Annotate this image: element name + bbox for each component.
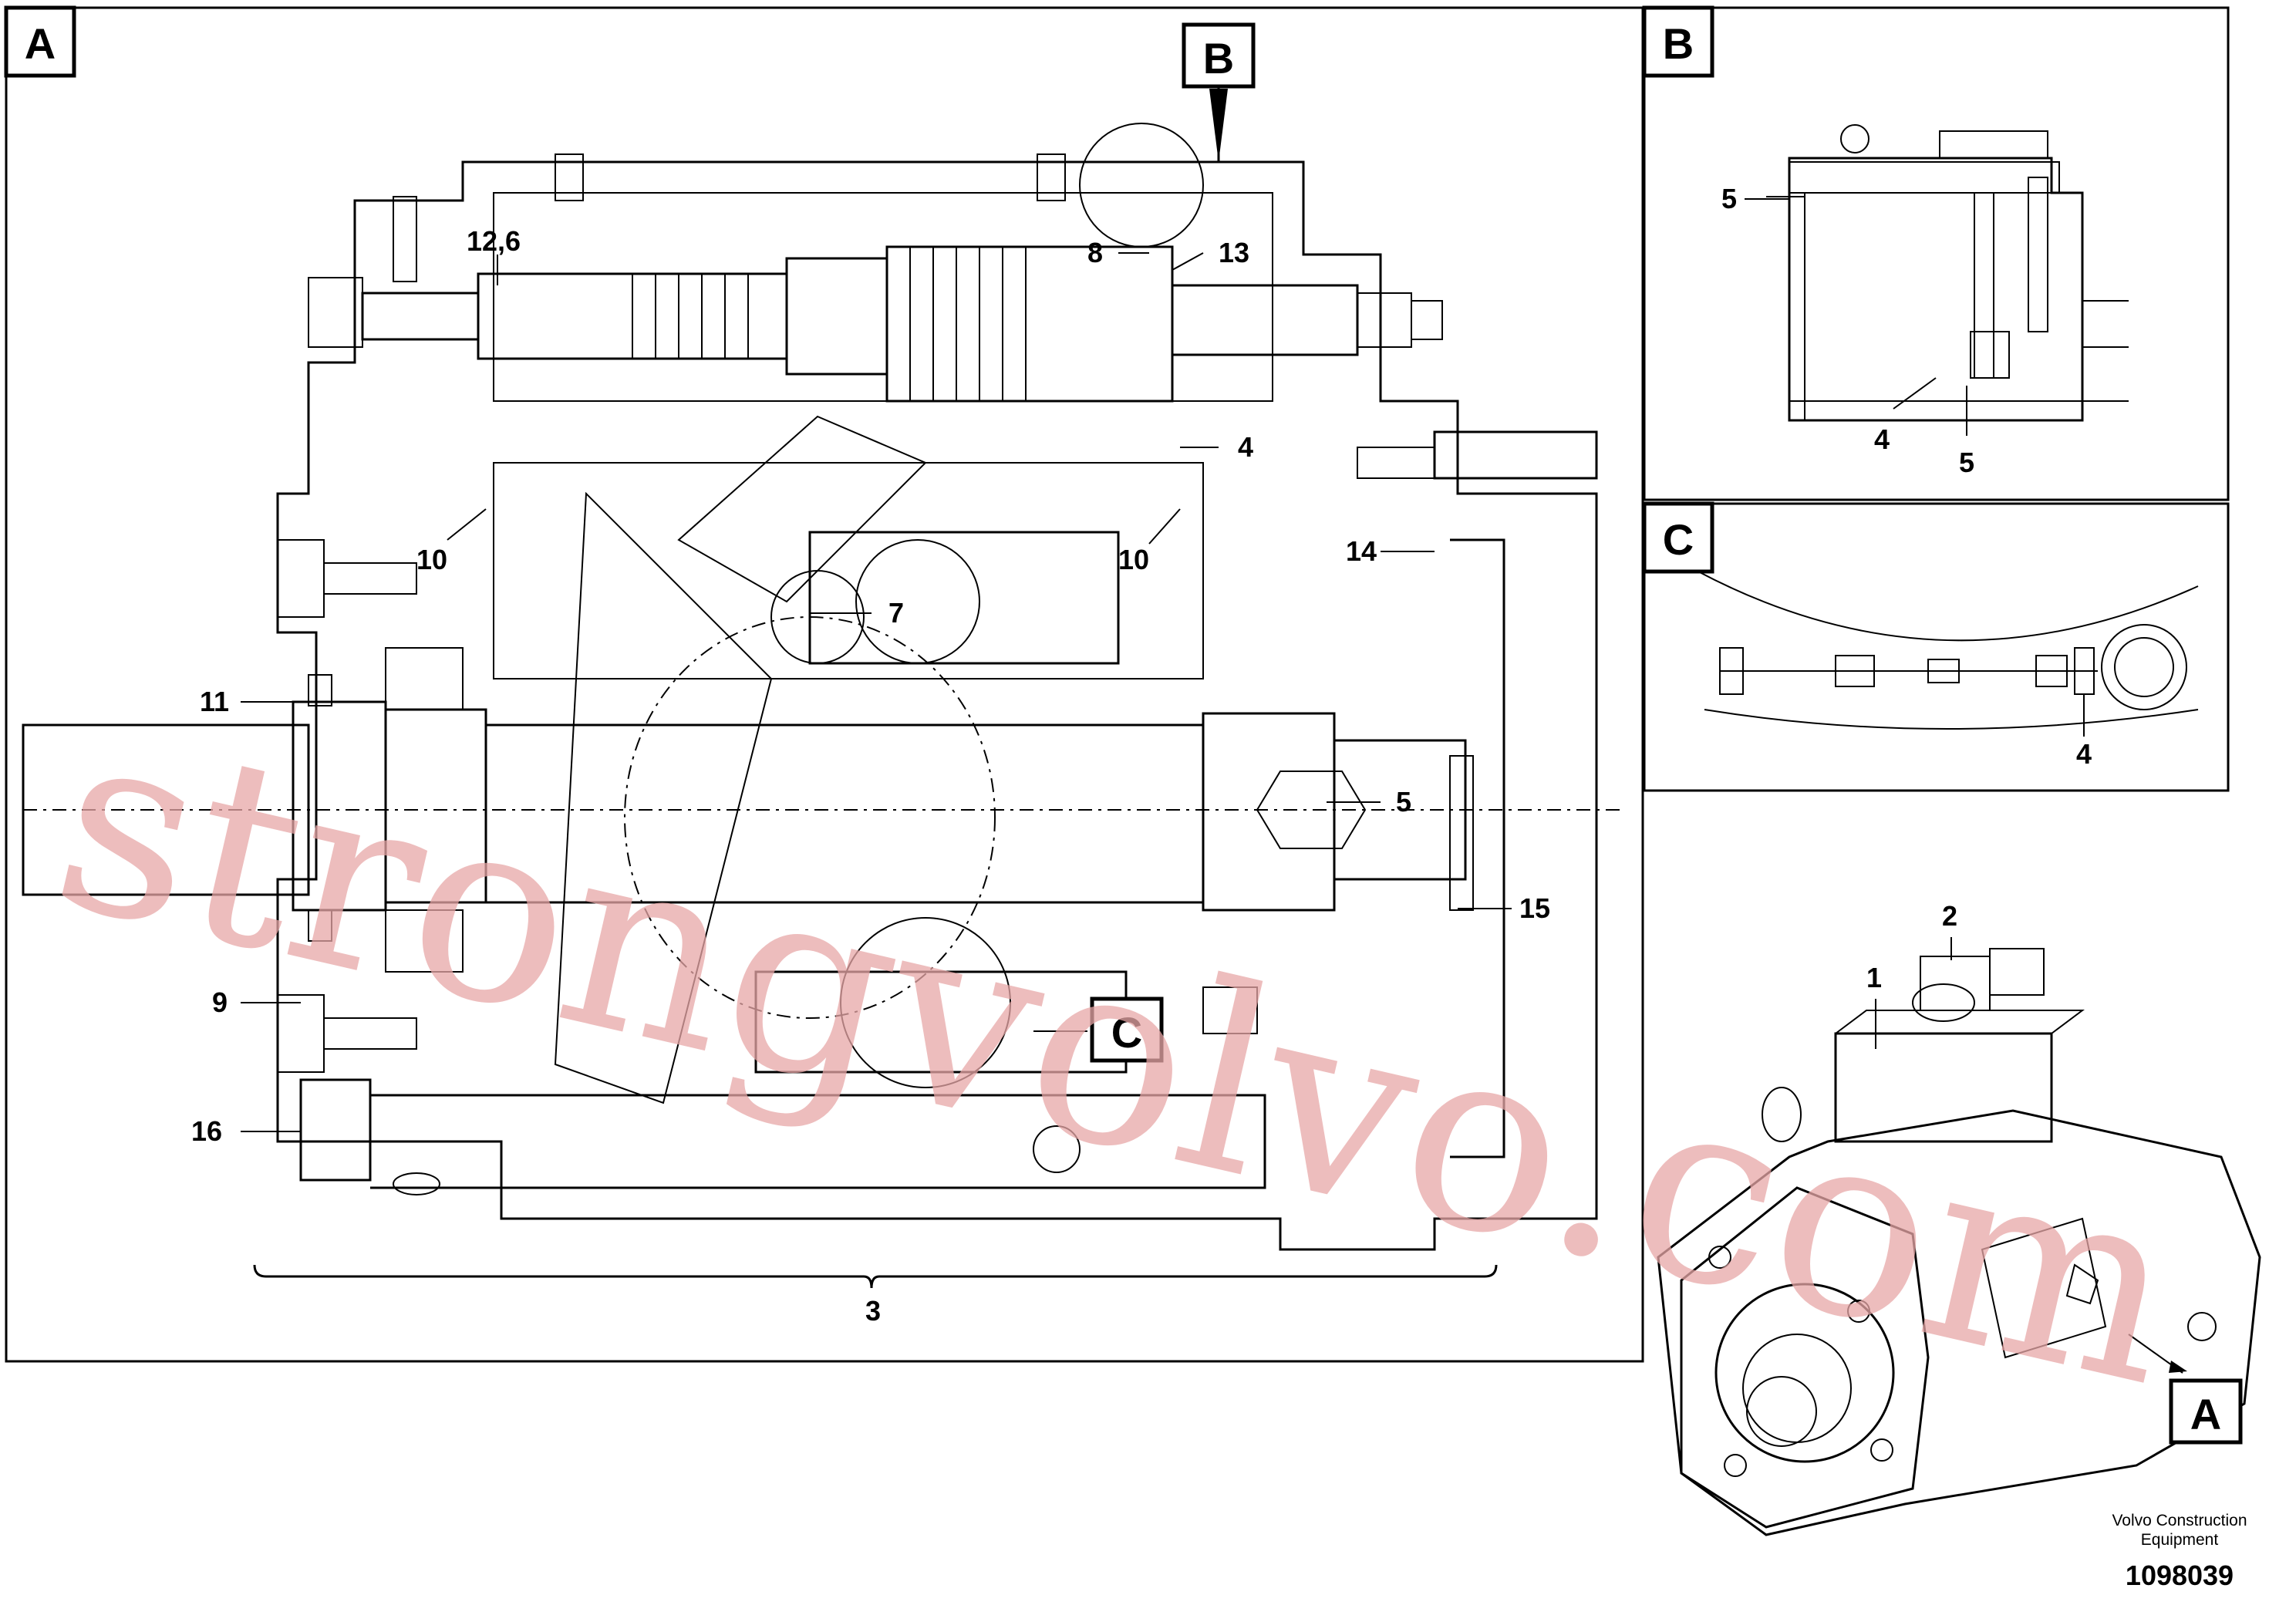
watermark: strongvolvo.com [32, 669, 2203, 1443]
detail-b-callout-5-left: 5 [1721, 183, 1737, 214]
main-leaders [241, 85, 1512, 1289]
detail-b-callout-5-bottom: 5 [1959, 447, 1974, 478]
drawing-number: 1098039 [2126, 1560, 2234, 1591]
view-c-marker-box [1090, 996, 1164, 1063]
iso-callout-1: 1 [1866, 962, 1882, 993]
callout-15: 15 [1519, 892, 1550, 924]
company-name-line2: Equipment [2141, 1531, 2219, 1549]
panel-tag-a: A [25, 19, 56, 68]
view-c-marker: C [1111, 1008, 1142, 1057]
callout-8: 8 [1087, 237, 1103, 268]
detail-b-drawing [1766, 124, 2129, 422]
callout-11: 11 [200, 686, 229, 717]
callout-12-6: 12,6 [467, 225, 521, 257]
callout-5: 5 [1396, 786, 1411, 818]
panel-tag-box-c [1642, 501, 1714, 574]
callout-3: 3 [865, 1295, 881, 1327]
panel-tag-b: B [1663, 19, 1694, 68]
view-a-marker-box [2169, 1378, 2243, 1445]
callout-16: 16 [191, 1115, 222, 1147]
panel-tag-box-a [4, 5, 76, 78]
callout-9: 9 [212, 986, 228, 1018]
panel-tag-box-b [1642, 5, 1714, 78]
iso-pump-drawing [1657, 948, 2261, 1536]
callout-10-right: 10 [1118, 544, 1149, 575]
view-b-marker: B [1203, 34, 1234, 83]
callout-13: 13 [1219, 237, 1249, 268]
detail-b-callout-4: 4 [1874, 423, 1890, 455]
pump-section-drawing [22, 123, 1620, 1251]
detail-c-drawing [1696, 570, 2199, 730]
callout-14: 14 [1346, 535, 1377, 567]
detail-c-panel: C 4 [1642, 501, 2230, 792]
callout-7: 7 [888, 597, 904, 629]
iso-callout-2: 2 [1942, 900, 1957, 932]
panel-tag-c: C [1663, 515, 1694, 564]
view-b-marker-box [1182, 22, 1256, 89]
company-name-line1: Volvo Construction [2112, 1512, 2247, 1529]
iso-pump-view: 1 2 A [1657, 900, 2261, 1536]
main-panel: A [4, 5, 1644, 1363]
detail-b-panel: B 5 4 5 [1642, 5, 2230, 501]
callout-4: 4 [1238, 431, 1253, 463]
view-a-marker: A [2190, 1390, 2221, 1438]
callout-10-left: 10 [416, 544, 447, 575]
detail-c-callout-4: 4 [2076, 738, 2092, 770]
